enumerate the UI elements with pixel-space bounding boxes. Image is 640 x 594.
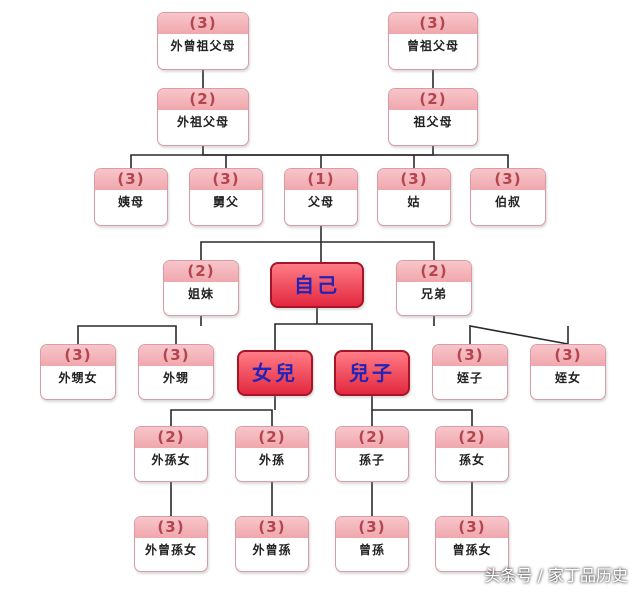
node-brothers-son: (3) 姪子: [432, 344, 508, 400]
node-daughter: 女兒: [237, 350, 313, 396]
node-label: 外孫女: [151, 453, 191, 467]
node-label: 曾孫: [358, 543, 385, 557]
node-great-grandson-via-daughter: (3) 外曾孫: [235, 516, 309, 572]
node-label: 父母: [307, 195, 334, 209]
node-label: 姐妹: [187, 287, 214, 301]
connector-line: [170, 409, 273, 426]
node-label: 伯叔: [494, 195, 521, 209]
node-label: 姪子: [456, 371, 483, 385]
connector-line: [274, 323, 373, 350]
node-label: 孫女: [458, 453, 485, 467]
node-maternal-uncle: (3) 舅父: [189, 168, 263, 226]
node-degree: (3): [436, 517, 508, 538]
node-degree: (2): [336, 427, 408, 448]
node-degree: (2): [135, 427, 207, 448]
node-degree: (2): [236, 427, 308, 448]
node-great-grandparents-maternal: (3) 外曾祖父母: [157, 12, 249, 70]
node-great-grandparents-paternal: (3) 曾祖父母: [388, 12, 478, 70]
node-degree: (3): [139, 345, 213, 366]
node-degree: (3): [158, 13, 248, 34]
node-great-granddaughter: (3) 曾孫女: [435, 516, 509, 572]
node-degree: (3): [41, 345, 115, 366]
node-label: 孫子: [358, 453, 385, 467]
node-great-granddaughter-via-daughter: (3) 外曾孫女: [134, 516, 208, 572]
node-daughters-daughter: (2) 外孫女: [134, 426, 208, 482]
node-label: 兒子: [349, 361, 395, 385]
node-label: 舅父: [212, 195, 239, 209]
node-label: 姨母: [117, 195, 144, 209]
node-son: 兒子: [334, 350, 410, 396]
node-brothers: (2) 兄弟: [396, 260, 472, 316]
node-grandparents-maternal: (2) 外祖父母: [157, 88, 249, 146]
node-great-grandson: (3) 曾孫: [335, 516, 409, 572]
node-paternal-uncles: (3) 伯叔: [470, 168, 546, 226]
node-degree: (3): [95, 169, 167, 190]
node-degree: (3): [190, 169, 262, 190]
node-degree: (1): [285, 169, 357, 190]
node-sisters-daughter: (3) 外甥女: [40, 344, 116, 400]
node-grandparents-paternal: (2) 祖父母: [388, 88, 478, 146]
node-degree: (2): [397, 261, 471, 282]
node-label: 外孫: [258, 453, 285, 467]
node-maternal-aunt: (3) 姨母: [94, 168, 168, 226]
node-daughters-son: (2) 外孫: [235, 426, 309, 482]
node-degree: (3): [378, 169, 450, 190]
connector-line: [200, 241, 435, 260]
connector-line: [77, 325, 177, 344]
node-sons-son: (2) 孫子: [335, 426, 409, 482]
node-label: 曾孫女: [452, 543, 492, 557]
node-degree: (3): [389, 13, 477, 34]
node-label: 外曾孫女: [144, 543, 197, 557]
node-degree: (2): [158, 89, 248, 110]
connector-line: [130, 154, 509, 168]
node-degree: (3): [135, 517, 207, 538]
node-self: 自己: [270, 262, 364, 308]
node-label: 兄弟: [420, 287, 447, 301]
node-label: 祖父母: [413, 115, 453, 129]
node-degree: (3): [531, 345, 605, 366]
node-sons-daughter: (2) 孫女: [435, 426, 509, 482]
node-label: 外甥: [162, 371, 189, 385]
node-degree: (3): [236, 517, 308, 538]
node-parents: (1) 父母: [284, 168, 358, 226]
node-label: 姑: [407, 195, 421, 209]
node-degree: (3): [471, 169, 545, 190]
node-degree: (2): [389, 89, 477, 110]
node-degree: (2): [436, 427, 508, 448]
node-label: 外曾祖父母: [170, 39, 236, 53]
connector-line: [202, 146, 434, 156]
connector-line: [469, 325, 569, 345]
watermark: 头条号 / 家丁品历史: [484, 566, 628, 585]
node-label: 外曾孫: [252, 543, 292, 557]
node-degree: (3): [336, 517, 408, 538]
node-paternal-aunt: (3) 姑: [377, 168, 451, 226]
connector-line: [372, 409, 473, 426]
node-sisters-son: (3) 外甥: [138, 344, 214, 400]
node-label: 自己: [294, 273, 340, 297]
node-sisters: (2) 姐妹: [163, 260, 239, 316]
node-label: 外甥女: [58, 371, 98, 385]
node-label: 姪女: [554, 371, 581, 385]
node-degree: (3): [433, 345, 507, 366]
node-label: 曾祖父母: [406, 39, 459, 53]
node-label: 女兒: [252, 361, 298, 385]
node-brothers-daughter: (3) 姪女: [530, 344, 606, 400]
node-degree: (2): [164, 261, 238, 282]
node-label: 外祖父母: [176, 115, 229, 129]
